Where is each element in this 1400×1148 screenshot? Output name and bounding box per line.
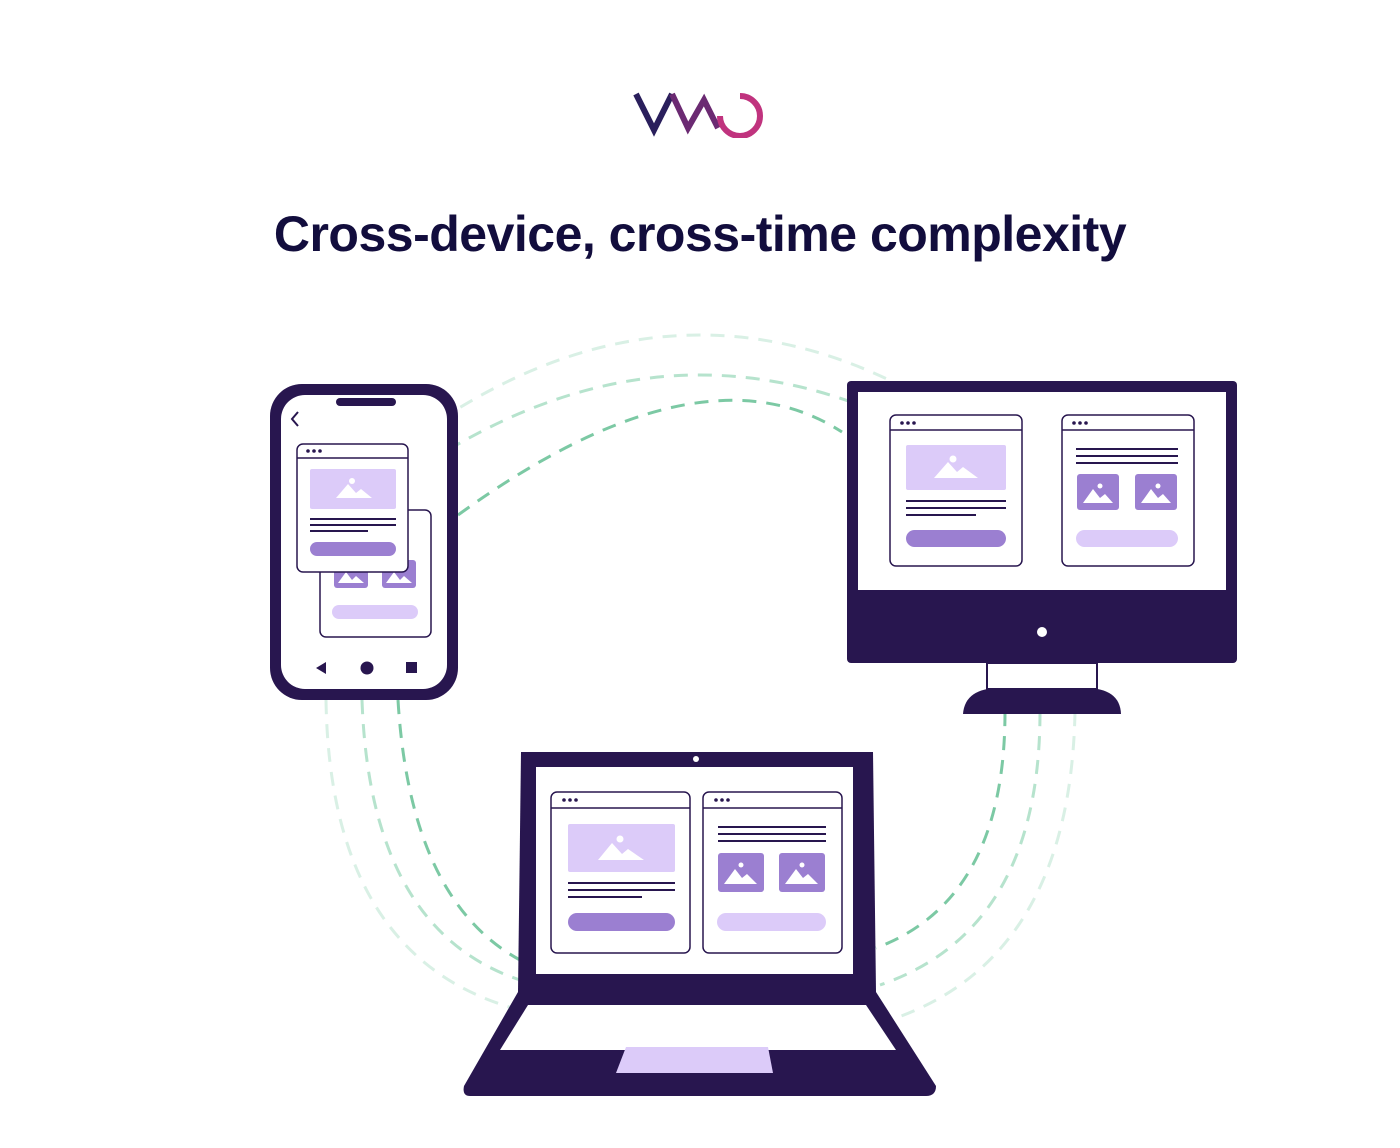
monitor-window-right	[1061, 414, 1195, 567]
monitor-window-left	[889, 414, 1023, 567]
connection-arcs	[324, 333, 1077, 1022]
laptop-window-right	[702, 791, 843, 954]
phone-front-card	[296, 443, 409, 573]
mobile-phone	[270, 384, 458, 700]
page-title: Cross-device, cross-time complexity	[273, 206, 1127, 262]
desktop-monitor	[847, 381, 1237, 714]
laptop	[463, 752, 936, 1096]
vwo-logo	[633, 92, 763, 138]
laptop-window-left	[550, 791, 691, 954]
